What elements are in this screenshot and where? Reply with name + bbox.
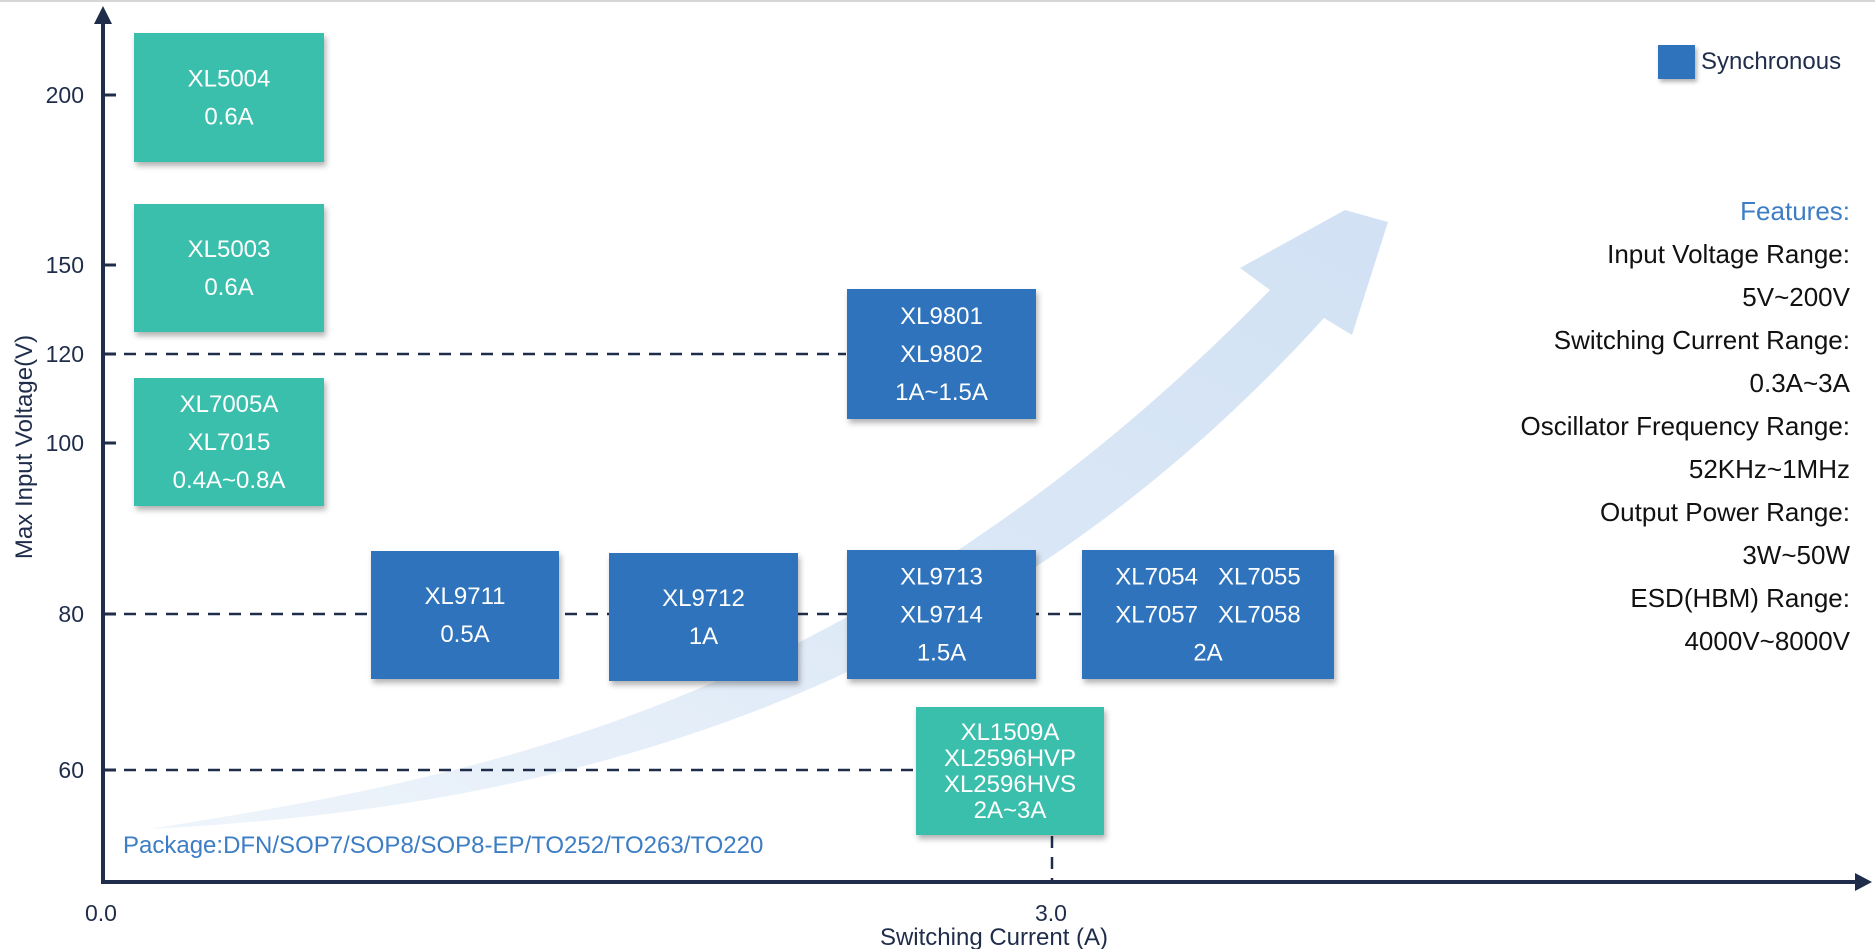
y-axis-arrowhead (94, 6, 112, 24)
product-boxes: XL5004 0.6A XL5003 0.6A XL7005A XL7015 0.4A~0.… (134, 33, 1334, 835)
product-box-bg (847, 550, 1036, 679)
product-box: XL7005A XL7015 0.4A~0.8A (134, 378, 324, 506)
product-box-line: 0.4A~0.8A (173, 467, 286, 494)
product-box-bg (134, 33, 324, 162)
reference-lines (103, 352, 1332, 882)
product-box-bg (134, 204, 324, 332)
product-box-bg (134, 378, 324, 506)
product-box-bg (609, 553, 798, 681)
y-tick-label: 150 (46, 252, 84, 278)
feature-label: Output Power Range: (1599, 497, 1850, 527)
product-box-line: 2A (1193, 640, 1222, 667)
y-tick-label: 100 (46, 430, 84, 456)
product-box: XL5004 0.6A (134, 33, 324, 162)
product-box-line: 0.5A (440, 621, 489, 648)
legend-swatch-synchronous (1658, 45, 1695, 79)
product-box-bg (847, 289, 1036, 419)
feature-label: Switching Current Range: (1553, 325, 1850, 355)
product-box-bg (1082, 550, 1334, 679)
product-box-line: XL7054 XL7055 (1115, 564, 1301, 591)
feature-label: Input Voltage Range: (1607, 239, 1850, 269)
y-tick-label: 120 (46, 341, 84, 367)
x-axis-title: Switching Current (A) (880, 924, 1108, 949)
product-box-line: XL2596HVS (944, 771, 1076, 798)
feature-value: 4000V~8000V (1684, 626, 1850, 656)
product-box: XL5003 0.6A (134, 204, 324, 332)
product-box-line: XL9802 (900, 341, 983, 368)
product-box-line: 1A (689, 623, 718, 650)
feature-value: 3W~50W (1742, 540, 1850, 570)
y-axis-title: Max Input Voltage(V) (11, 335, 38, 559)
product-box-line: 0.6A (204, 104, 253, 131)
features-title: Features: (1740, 196, 1850, 226)
package-note: Package:DFN/SOP7/SOP8/SOP8-EP/TO252/TO26… (123, 832, 764, 859)
legend: Synchronous (1658, 45, 1841, 79)
product-box-line: XL9801 (900, 303, 983, 330)
feature-value: 52KHz~1MHz (1688, 454, 1850, 484)
product-box-line: XL9714 (900, 602, 983, 629)
product-box-line: 1A~1.5A (895, 379, 988, 406)
product-box: XL9711 0.5A (371, 551, 559, 679)
product-box-line: XL7015 (188, 429, 271, 456)
feature-label: ESD(HBM) Range: (1630, 583, 1850, 613)
y-ticks: 200 150 120 100 80 60 (46, 82, 116, 783)
features-panel: Features: Input Voltage Range: 5V~200V S… (1521, 190, 1850, 663)
legend-label: Synchronous (1701, 48, 1842, 75)
product-box: XL9712 1A (609, 553, 798, 681)
x-tick-label: 3.0 (1035, 900, 1067, 926)
product-box-line: XL9713 (900, 564, 983, 591)
y-tick-label: 80 (58, 601, 84, 627)
product-box-bg (371, 551, 559, 679)
product-box-line: XL7057 XL7058 (1115, 602, 1301, 629)
y-tick-label: 200 (46, 82, 84, 108)
product-box-line: XL7005A (180, 391, 279, 418)
product-box-line: XL1509A (961, 719, 1060, 746)
product-box-line: 1.5A (917, 640, 966, 667)
product-box-line: XL5004 (188, 66, 271, 93)
x-axis-arrowhead (1855, 873, 1872, 891)
x-tick-label: 0.0 (85, 900, 117, 926)
feature-value: 5V~200V (1742, 282, 1850, 312)
growth-arrow (150, 210, 1388, 829)
product-box-line: XL9711 (425, 583, 506, 610)
feature-value: 0.3A~3A (1749, 368, 1850, 398)
feature-label: Oscillator Frequency Range: (1520, 411, 1850, 441)
product-box-bg (916, 707, 1104, 835)
product-box-line: XL5003 (188, 236, 271, 263)
product-box-line: XL2596HVP (944, 745, 1076, 772)
product-box-line: 0.6A (204, 274, 253, 301)
product-box-line: 2A~3A (974, 797, 1047, 824)
y-tick-label: 60 (58, 757, 84, 783)
product-box-line: XL9712 (662, 585, 745, 612)
